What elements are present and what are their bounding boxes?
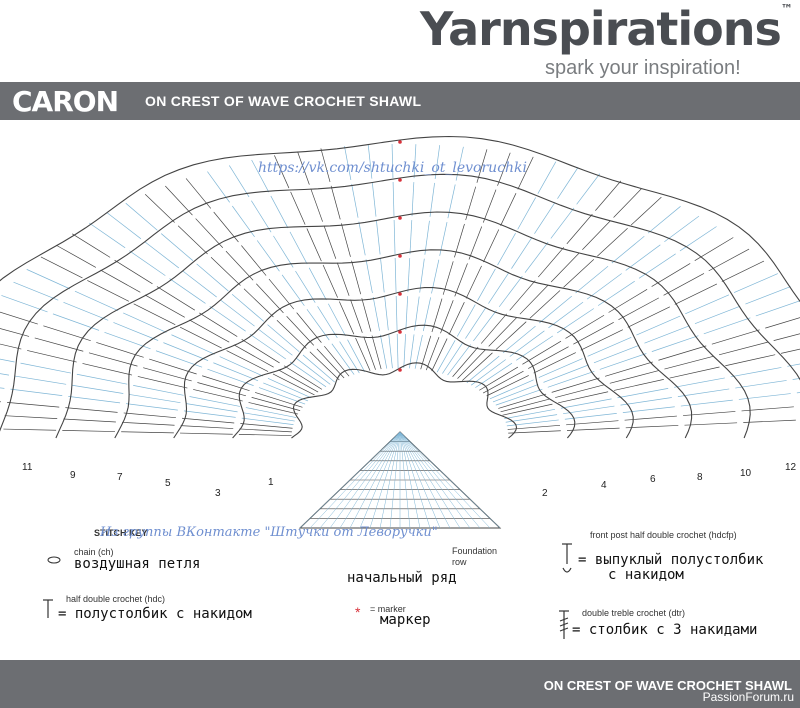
chain-icon (47, 556, 61, 564)
hdc-icon (43, 599, 53, 618)
dtr-icon (559, 610, 569, 639)
brand-tagline: spark your inspiration! (545, 57, 741, 79)
row-number: 2 (542, 488, 548, 499)
marker-icon: * (355, 604, 361, 620)
site-watermark: PassionForum.ru (702, 690, 794, 704)
dtr-label-ru: = столбик с 3 накидами (572, 622, 758, 638)
page-title: ON CREST OF WAVE CROCHET SHAWL (145, 93, 422, 109)
row-number: 10 (740, 468, 752, 479)
fphdc-label: front post half double crochet (hdcfp) (590, 530, 737, 540)
header-bar: CARON ON CREST OF WAVE CROCHET SHAWL (0, 82, 800, 120)
brand-logo: Yarnspirations™ spark your inspiration! (420, 2, 793, 80)
marker-label: = marker (370, 604, 406, 614)
chain-label: chain (ch) (74, 547, 114, 557)
row-number: 5 (165, 478, 171, 489)
crochet-chart (0, 135, 800, 529)
marker-dots (398, 140, 402, 372)
row-number: 12 (785, 462, 797, 473)
wave-rows (0, 135, 800, 439)
row-number: 8 (697, 472, 703, 483)
row-number: 11 (22, 462, 33, 473)
hdc-label: half double crochet (hdc) (66, 594, 166, 604)
footer-bar: ON CREST OF WAVE CROCHET SHAWL (0, 660, 800, 708)
fan-stitches (0, 144, 800, 436)
row-number: 3 (215, 488, 221, 499)
dtr-label: double treble crochet (dtr) (582, 608, 686, 618)
row-number: 6 (650, 474, 656, 485)
fphdc-label-ru2: с накидом (608, 567, 684, 583)
marker-label-ru: маркер (380, 612, 431, 628)
foundation-triangle (298, 431, 502, 529)
chain-label-ru: воздушная петля (74, 556, 201, 572)
row-number: 1 (268, 477, 274, 488)
brand-name: Yarnspirations™ (420, 2, 793, 56)
fphdc-icon (562, 543, 572, 573)
url-watermark: https://vk.com/shtuchki_ot_levoruchki (258, 160, 528, 176)
foundation-label-ru: начальный ряд (347, 570, 457, 586)
hdc-label-ru: = полустолбик с накидом (58, 606, 252, 622)
row-number: 4 (601, 480, 607, 491)
caron-logo: CARON (12, 85, 119, 118)
row-number: 7 (117, 472, 123, 483)
stitch-key-heading: STITCH KEY (94, 528, 148, 538)
group-credit: Из группы ВКонтакте "Штучки от Левoручки… (100, 525, 438, 540)
row-number: 9 (70, 470, 76, 481)
fphdc-label-ru: = выпуклый полустолбик (578, 552, 764, 568)
footer-title: ON CREST OF WAVE CROCHET SHAWL (543, 678, 792, 693)
foundation-label: Foundation row (452, 546, 498, 567)
